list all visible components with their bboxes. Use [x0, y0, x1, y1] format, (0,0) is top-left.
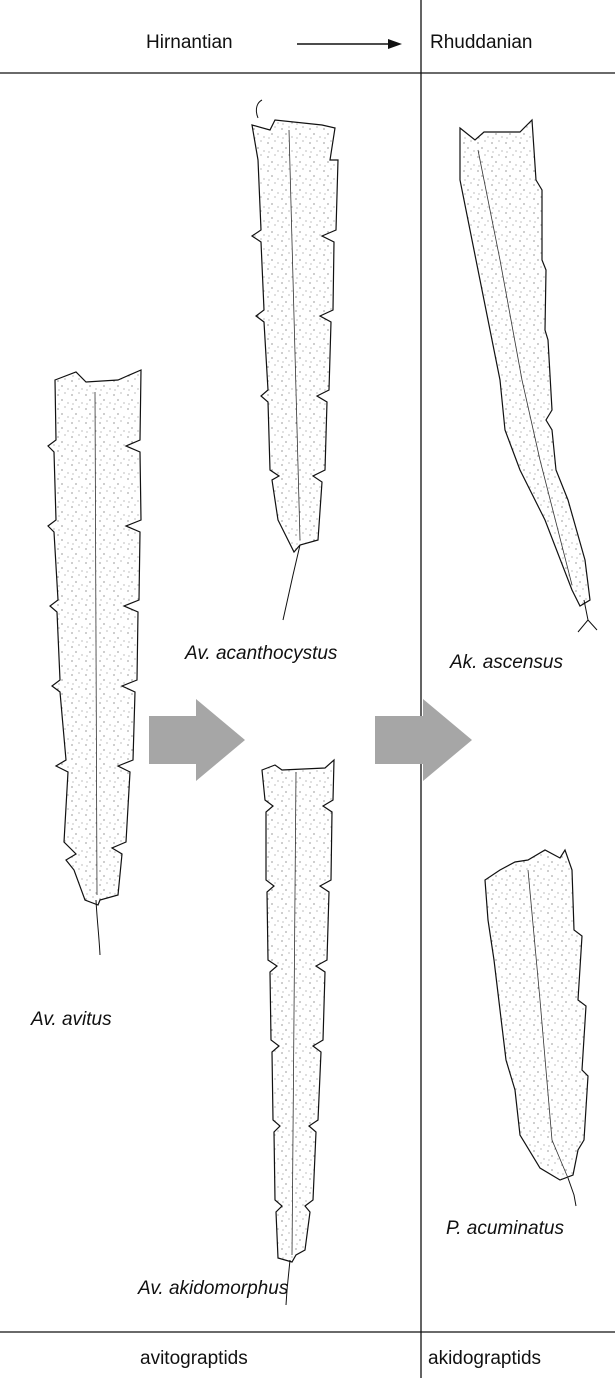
label-ascensus: Ak. ascensus — [450, 652, 563, 674]
footer-avitograptids: avitograptids — [140, 1348, 248, 1370]
label-acanthocystus: Av. acanthocystus — [185, 643, 337, 665]
avitus-drawing — [48, 370, 141, 955]
evolution-arrow-1 — [149, 699, 245, 781]
footer-akidograptids: akidograptids — [428, 1348, 541, 1370]
evolution-arrow-2 — [375, 699, 472, 781]
header-rhuddanian: Rhuddanian — [430, 32, 532, 54]
label-avitus: Av. avitus — [31, 1009, 112, 1031]
label-akidomorphus: Av. akidomorphus — [138, 1278, 288, 1300]
acuminatus-drawing — [485, 850, 588, 1206]
ascensus-drawing — [460, 120, 597, 632]
header-hirnantian: Hirnantian — [146, 32, 233, 54]
label-acuminatus: P. acuminatus — [446, 1218, 564, 1240]
time-arrow — [297, 39, 402, 49]
akidomorphus-drawing — [262, 760, 334, 1305]
acanthocystus-drawing — [252, 100, 338, 620]
